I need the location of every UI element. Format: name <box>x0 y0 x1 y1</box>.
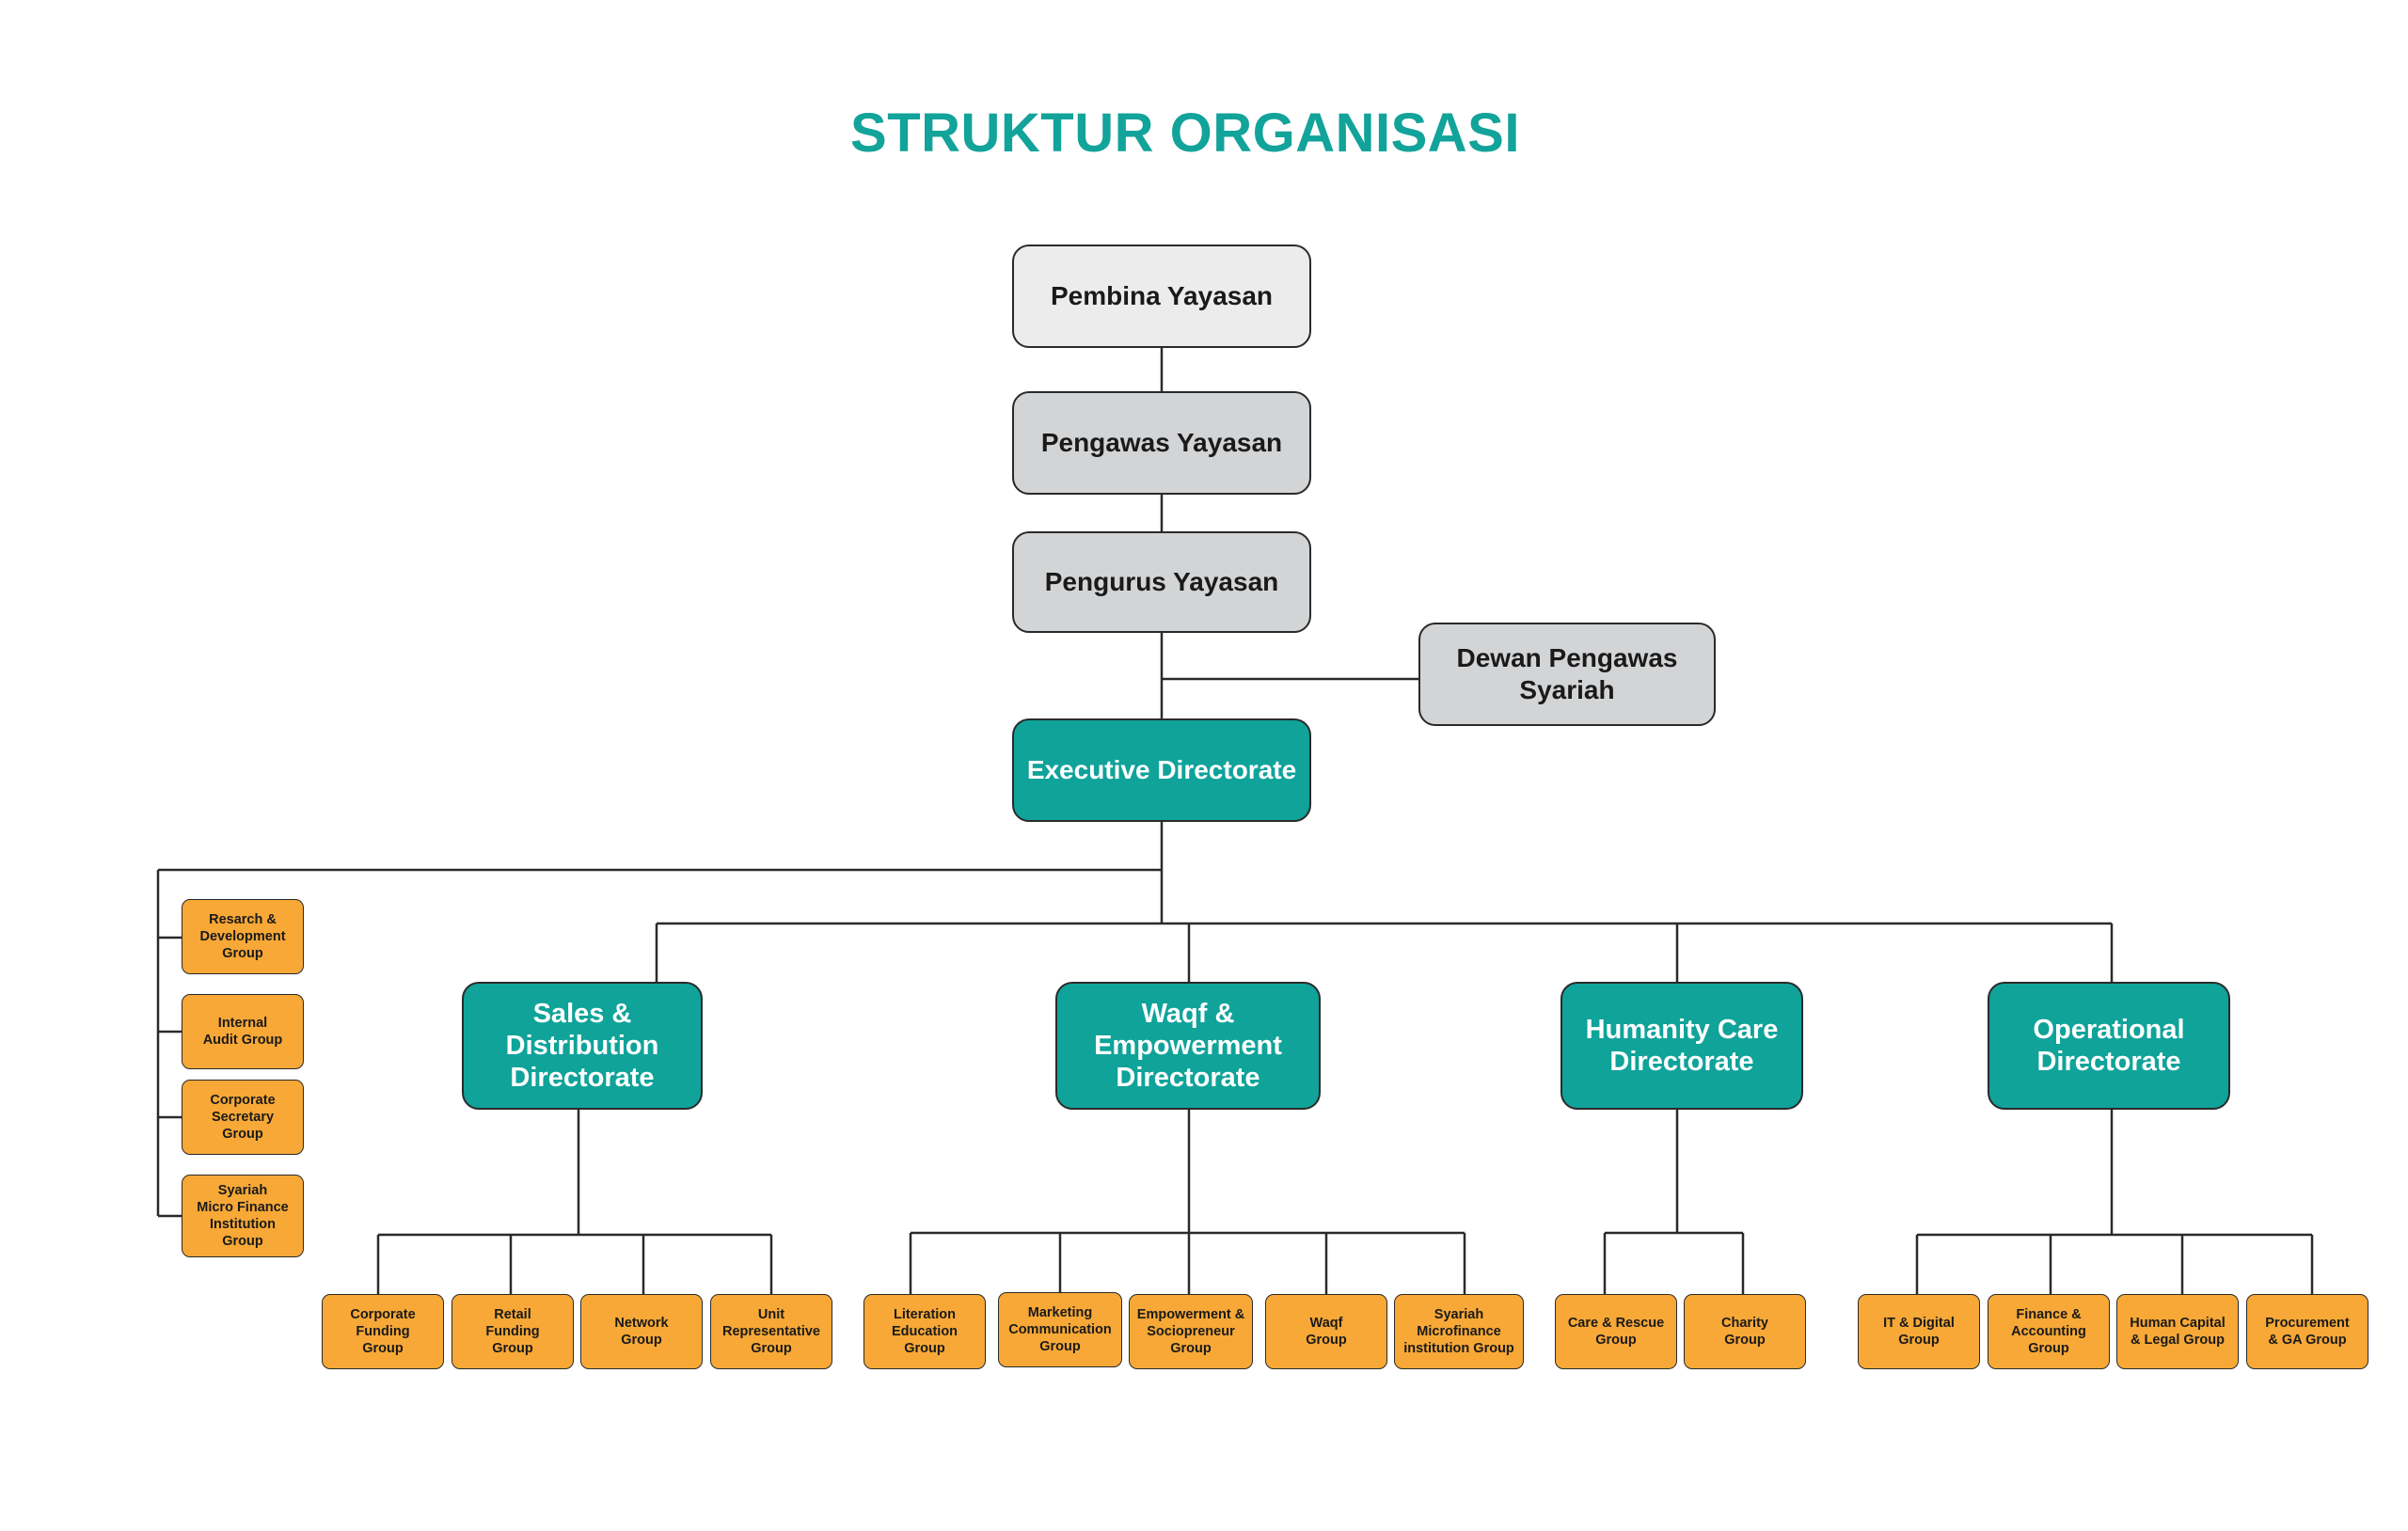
node-staff-group: Corporate Secretary Group <box>182 1080 304 1155</box>
node-staff-group: Internal Audit Group <box>182 994 304 1069</box>
node-sales-distribution-directorate: Sales & Distribution Directorate <box>462 982 703 1110</box>
node-operational-directorate: Operational Directorate <box>1988 982 2230 1110</box>
node-waqf-empowerment-directorate: Waqf & Empowerment Directorate <box>1055 982 1321 1110</box>
node-dewan-pengawas-syariah: Dewan Pengawas Syariah <box>1418 623 1716 726</box>
node-staff-group: Resarch & Development Group <box>182 899 304 974</box>
node-group: Retail Funding Group <box>452 1294 574 1369</box>
node-pengurus-yayasan: Pengurus Yayasan <box>1012 531 1311 633</box>
node-group: Empowerment & Sociopreneur Group <box>1129 1294 1253 1369</box>
node-group: IT & Digital Group <box>1858 1294 1980 1369</box>
node-group: Care & Rescue Group <box>1555 1294 1677 1369</box>
node-group: Network Group <box>580 1294 703 1369</box>
page-title: STRUKTUR ORGANISASI <box>850 103 1520 164</box>
node-group: Corporate Funding Group <box>322 1294 444 1369</box>
node-group: Human Capital & Legal Group <box>2116 1294 2239 1369</box>
node-group: Syariah Microfinance institution Group <box>1394 1294 1524 1369</box>
node-pembina-yayasan: Pembina Yayasan <box>1012 245 1311 348</box>
node-group: Literation Education Group <box>863 1294 986 1369</box>
node-group: Marketing Communication Group <box>998 1292 1122 1367</box>
node-group: Waqf Group <box>1265 1294 1387 1369</box>
node-staff-group: Syariah Micro Finance Institution Group <box>182 1175 304 1257</box>
node-group: Procurement & GA Group <box>2246 1294 2368 1369</box>
node-executive-directorate: Executive Directorate <box>1012 718 1311 822</box>
node-group: Charity Group <box>1684 1294 1806 1369</box>
node-group: Finance & Accounting Group <box>1988 1294 2110 1369</box>
node-group: Unit Representative Group <box>710 1294 832 1369</box>
node-humanity-care-directorate: Humanity Care Directorate <box>1560 982 1803 1110</box>
node-pengawas-yayasan: Pengawas Yayasan <box>1012 391 1311 495</box>
